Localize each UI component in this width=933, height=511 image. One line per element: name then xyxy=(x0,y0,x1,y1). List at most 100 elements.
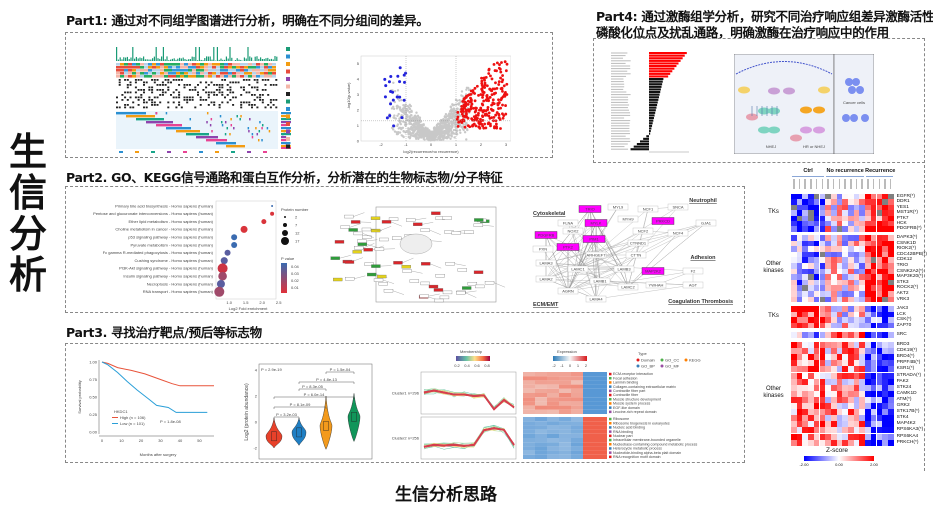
network-node-label: YWHAH xyxy=(649,282,664,287)
up-point xyxy=(457,120,461,124)
heatmap-cell xyxy=(796,311,803,317)
clinical-cell xyxy=(172,75,176,78)
column-label-placeholder xyxy=(815,179,818,189)
volcano-point xyxy=(452,107,456,111)
x-tick-label: 3 xyxy=(505,142,508,147)
heatmap-cell xyxy=(813,342,820,349)
heatmap-cell xyxy=(848,384,854,391)
expression-cell xyxy=(535,417,547,422)
volcano-point xyxy=(408,107,412,111)
type-dot xyxy=(636,364,640,368)
gene-box xyxy=(379,237,389,242)
expression-cell xyxy=(559,454,571,459)
expression-cell xyxy=(583,376,595,381)
kinase-bar xyxy=(649,130,651,133)
heatmap-cell xyxy=(836,204,843,211)
heatmap-cell xyxy=(802,257,809,263)
heatmap-cell xyxy=(825,251,831,258)
heatmap-cell xyxy=(848,360,854,367)
network-node-label: LAMB3 xyxy=(617,266,631,271)
heatmap-cell xyxy=(887,221,894,227)
heatmap-cell xyxy=(870,199,877,205)
heatmap-cell xyxy=(825,204,831,211)
volcano-point xyxy=(448,114,452,117)
clinical-cell xyxy=(260,66,264,69)
feature-cell xyxy=(207,104,210,106)
x-tick-label: 1.0 xyxy=(226,300,232,305)
expression-cell xyxy=(547,372,559,377)
heatmap-cell xyxy=(876,409,883,416)
heatmap-cell xyxy=(887,311,894,317)
heatmap-cell xyxy=(859,360,866,367)
volcano-point xyxy=(449,137,452,140)
column-label-placeholder xyxy=(878,179,880,189)
heatmap-cell xyxy=(825,354,831,361)
enrichment-bubble xyxy=(271,205,274,207)
expression-cell xyxy=(559,393,571,398)
heatmap-cell xyxy=(813,348,820,355)
feature-cell xyxy=(248,104,251,106)
pathway-arrow xyxy=(482,225,494,227)
network-edge xyxy=(545,234,579,270)
clinical-cell xyxy=(232,72,236,75)
feature-cell xyxy=(116,106,118,109)
heatmap-cell xyxy=(813,226,820,232)
clinical-cell xyxy=(224,75,228,78)
clinical-cell xyxy=(172,72,176,75)
heatmap-cell xyxy=(870,210,877,216)
term-type-marker xyxy=(609,426,612,429)
heatmap-cell xyxy=(836,246,843,252)
kinase-bar xyxy=(649,117,654,120)
volcano-point xyxy=(417,127,421,131)
heatmap-cell xyxy=(830,317,837,323)
heatmap-cell xyxy=(853,251,860,258)
feature-cell xyxy=(167,81,170,84)
heatmap-cell xyxy=(859,439,866,446)
volcano-point xyxy=(401,134,404,138)
heatmap-cell xyxy=(836,291,843,297)
km-curve-low xyxy=(101,361,208,413)
violin xyxy=(291,418,307,446)
type-dot xyxy=(636,358,640,362)
feature-cell xyxy=(267,104,270,106)
pathway-label: Pyruvate metabolism - Homo sapiens (huma… xyxy=(131,242,214,247)
clinical-cell xyxy=(228,75,232,78)
heatmap-cell xyxy=(819,221,826,227)
cluster-label: Cluster2 n=256 xyxy=(392,435,420,440)
heatmap-cell xyxy=(825,274,831,280)
feature-cell xyxy=(218,89,221,91)
clinical-cell xyxy=(144,72,148,75)
heatmap-cell xyxy=(830,204,837,211)
km-y-tick: 0.50 xyxy=(89,394,98,399)
heatmap-cell xyxy=(819,366,826,373)
heatmap-cell xyxy=(808,372,814,379)
heatmap-cell xyxy=(791,390,797,397)
feature-cell xyxy=(210,91,213,94)
part1-panel: log2(recurrence/no recurrence) -log10(p-… xyxy=(65,32,553,158)
heatmap-cell xyxy=(836,354,843,361)
pathway-label: Fc gamma R-mediated phagocytosis - Homo … xyxy=(103,250,214,255)
significance-pvalue: P = 8.3e-05 xyxy=(302,384,323,389)
expression-cell xyxy=(535,421,547,426)
heatmap-cell xyxy=(876,433,883,440)
up-point xyxy=(495,69,498,73)
feature-cell xyxy=(140,94,143,96)
heatmap-cell xyxy=(836,378,843,385)
type-label: KEGG xyxy=(689,357,701,362)
network-node-label: NOX2 xyxy=(568,228,580,233)
expression-cell xyxy=(595,380,607,385)
down-point xyxy=(389,102,393,106)
volcano-point xyxy=(420,125,423,128)
heatmap-cell xyxy=(836,409,843,416)
gene-label: STK24 xyxy=(896,384,912,390)
mutation-bar xyxy=(274,56,276,61)
heatmap-cell xyxy=(830,378,837,385)
zscore-tick: 2.00 xyxy=(870,462,878,467)
heatmap-cell xyxy=(796,439,803,446)
feature-cell xyxy=(197,91,199,94)
violin-plot: Log2 (protein abundance) 420-2P = 2.9e-1… xyxy=(244,363,373,460)
significance-pvalue: P = 6.0e-14 xyxy=(304,392,325,397)
heatmap-cell xyxy=(887,317,894,323)
volcano-point xyxy=(397,112,400,116)
